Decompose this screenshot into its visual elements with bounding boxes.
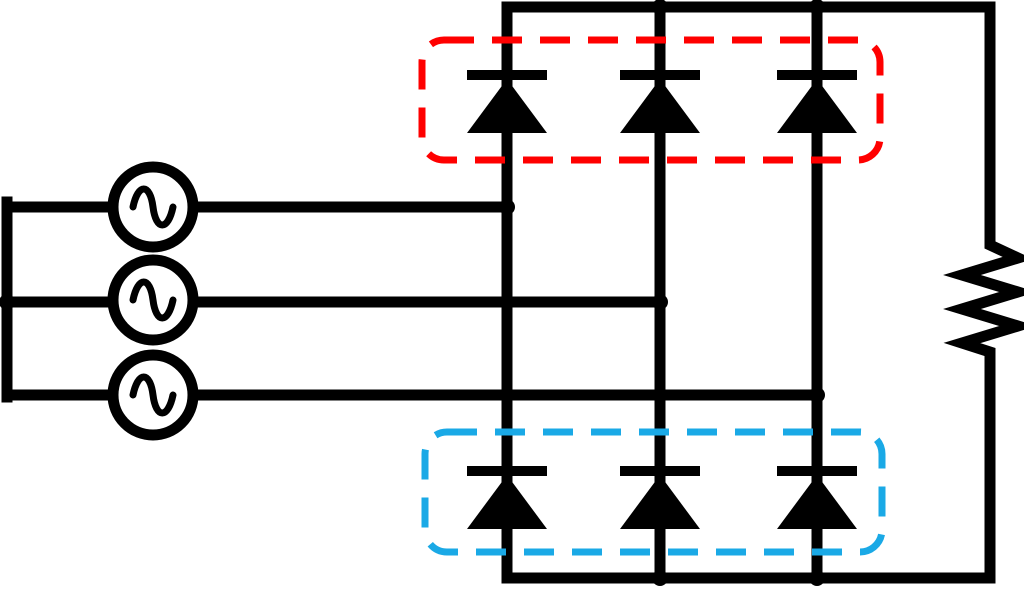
bottom-rail [501,349,996,584]
junction-dots [0,0,825,586]
upper-diode-group-outline [418,36,884,164]
ac-source-icon [107,254,199,346]
junction-dot [809,387,825,403]
ac-source-icon [107,349,199,441]
junction-dot [0,294,15,310]
junction-dot [809,570,825,586]
junction-dot [809,0,825,15]
diode-icon [777,70,857,133]
junction-dot [652,294,668,310]
junction-dot [499,199,515,215]
ac-source-icon [107,161,199,253]
diode-icon [467,70,547,133]
diode-icon [777,466,857,529]
resistor-icon [943,235,1024,360]
ac-sources [107,161,199,441]
diode-icon [620,466,700,529]
diode-icon [620,70,700,133]
junction-dot [652,0,668,15]
diode-icon [467,466,547,529]
lower-diode-group-outline [421,428,886,556]
diodes [467,70,857,529]
junction-dot [652,570,668,586]
